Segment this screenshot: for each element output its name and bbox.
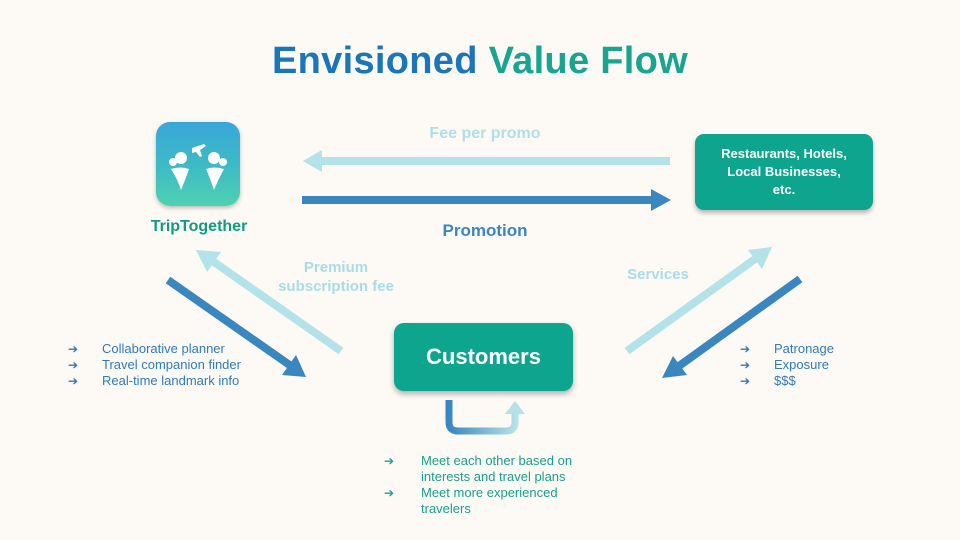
title-part-1: Envisioned — [272, 40, 478, 82]
promotion-label: Promotion — [442, 221, 528, 240]
list-item: ➔Meet more experienced travelers — [384, 485, 558, 516]
customer-benefits-list: ➔Meet each other based on interests and … — [384, 453, 604, 517]
page-title: Envisioned Value Flow — [0, 40, 960, 83]
list-item: ➔Patronage — [740, 341, 834, 356]
fee-per-promo-arrow — [303, 150, 670, 172]
customers-node: Customers — [394, 323, 573, 391]
arrow-bullet-icon: ➔ — [384, 486, 395, 500]
list-item: ➔Collaborative planner — [68, 341, 225, 356]
arrow-bullet-icon: ➔ — [68, 342, 79, 356]
list-item: ➔Travel companion finder — [68, 357, 241, 372]
list-item: ➔Meet each other based on interests and … — [384, 453, 573, 484]
arrow-bullet-icon: ➔ — [740, 342, 751, 356]
businesses-label: Restaurants, Hotels, Local Businesses, e… — [721, 146, 847, 197]
app-to-customers-arrow — [165, 276, 306, 377]
businesses-node: Restaurants, Hotels, Local Businesses, e… — [695, 134, 873, 210]
arrow-bullet-icon: ➔ — [68, 358, 79, 372]
list-item: ➔$$$ — [740, 373, 796, 388]
title-part-2: Value Flow — [488, 40, 688, 82]
customers-label: Customers — [426, 344, 541, 369]
fee-per-promo-label: Fee per promo — [429, 125, 541, 142]
list-item: ➔Exposure — [740, 357, 829, 372]
services-label: Services — [627, 266, 689, 283]
list-item: ➔Real-time landmark info — [68, 373, 240, 388]
promotion-arrow — [302, 189, 671, 211]
arrow-bullet-icon: ➔ — [384, 454, 395, 468]
arrow-bullet-icon: ➔ — [740, 374, 751, 388]
services-arrow — [624, 247, 772, 355]
business-benefits-list: ➔Patronage ➔Exposure ➔$$$ — [740, 341, 870, 389]
travelers-with-plane-icon — [156, 122, 240, 206]
arrow-bullet-icon: ➔ — [68, 374, 79, 388]
customers-loop-arrow — [445, 400, 525, 435]
premium-fee-arrow — [196, 250, 344, 355]
arrow-bullet-icon: ➔ — [740, 358, 751, 372]
app-benefits-list: ➔Collaborative planner ➔Travel companion… — [68, 341, 258, 389]
business-to-customers-arrow — [662, 275, 803, 378]
premium-fee-label: Premium subscription fee — [278, 259, 394, 295]
app-name: TripTogether — [150, 218, 248, 235]
